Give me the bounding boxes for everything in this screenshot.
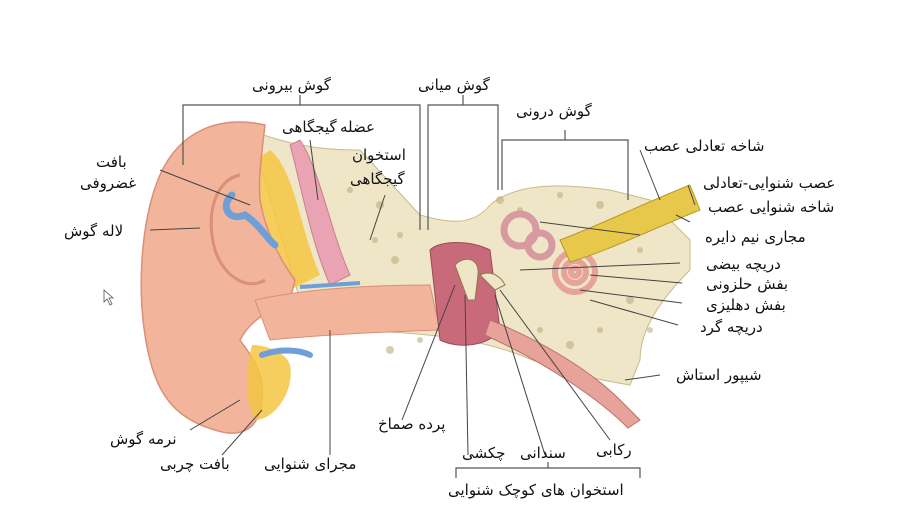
cochlea-shape xyxy=(552,249,598,295)
label-vestibule: بفش دهلیزی xyxy=(706,296,786,314)
nerve-bundle xyxy=(559,184,701,263)
label-stapes: رکابی xyxy=(596,441,632,459)
label-fatty-tissue: بافت چربی xyxy=(160,455,230,473)
label-pinna: لاله گوش xyxy=(64,222,124,240)
label-earlobe: نرمه گوش xyxy=(110,430,177,448)
label-middle-ear: گوش میانی xyxy=(418,76,490,94)
fat-layer xyxy=(250,150,320,290)
label-muscle-line1: عضله xyxy=(340,118,375,136)
label-inner-ear: گوش درونی xyxy=(516,102,592,120)
lobe-fat xyxy=(247,345,291,420)
label-oval-window: دریچه بیضی xyxy=(706,255,781,273)
label-ear-canal: مجرای شنوایی xyxy=(264,455,357,473)
label-semicircular-canals: مجاری نیم دایره xyxy=(705,228,806,246)
label-ossicles: استخوان های کوچک شنوایی xyxy=(448,481,624,499)
label-round-window: دریچه گرد xyxy=(700,318,763,336)
ossicle-bones xyxy=(454,258,506,301)
label-incus: سندانی xyxy=(520,444,566,462)
label-vestibular-branch: شاخه تعادلی عصب xyxy=(644,137,765,155)
label-outer-ear: گوش بیرونی xyxy=(252,76,331,94)
lobe-cartilage xyxy=(259,347,313,358)
leader-lines xyxy=(149,139,696,456)
label-malleus: چکشی xyxy=(462,444,506,462)
label-muscle-line2: گیجگاهی xyxy=(282,118,337,136)
label-eustachian-tube: شیپور استاش xyxy=(676,366,762,384)
label-cochlear-branch: شاخه شنوایی عصب xyxy=(708,198,835,216)
mouse-cursor-icon xyxy=(103,289,115,306)
label-bone-line2: گیجگاهی xyxy=(350,170,405,188)
pinna-inner-fold xyxy=(209,173,266,286)
canal-skin-line xyxy=(299,281,361,289)
label-cochlea: بفش حلزونی xyxy=(706,275,789,293)
label-vest-cochlear-nerve: عصب شنوایی-تعادلی xyxy=(703,174,836,192)
label-bone-line1: استخوان xyxy=(352,146,406,164)
region-brackets xyxy=(182,95,641,478)
eustachian-tube-shape xyxy=(484,319,641,429)
label-cartilage-line2: غضروفی xyxy=(80,174,137,192)
label-eardrum: پرده صماخ xyxy=(378,415,446,433)
label-cartilage-line1: بافت xyxy=(96,153,127,171)
semicircular-canals-shape xyxy=(500,210,556,261)
cartilage-strip xyxy=(222,191,279,249)
